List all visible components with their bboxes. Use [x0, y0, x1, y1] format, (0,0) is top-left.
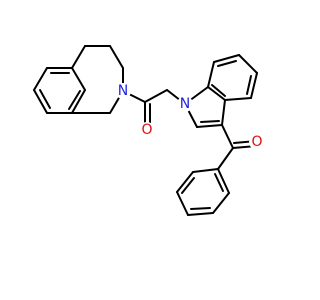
- bond: [71, 67, 86, 91]
- oxygen-label: O: [251, 134, 262, 150]
- bond: [224, 97, 252, 101]
- atom-label-background: [139, 122, 155, 138]
- bond: [109, 45, 124, 69]
- bond: [212, 192, 230, 214]
- aromatic-inner-bond: [68, 90, 81, 110]
- bond: [33, 67, 48, 91]
- bond: [192, 168, 219, 173]
- aromatic-inner-bond: [246, 75, 252, 95]
- bond: [187, 212, 214, 216]
- bond: [176, 171, 194, 193]
- bond: [217, 168, 230, 194]
- bond: [238, 54, 258, 74]
- bond: [33, 89, 48, 114]
- indole-benzene-ring: [207, 54, 258, 101]
- bond: [221, 124, 234, 149]
- atom-label-background: [249, 134, 265, 150]
- nitrogen-label: N: [180, 96, 190, 112]
- acetyl-linker: [122, 89, 186, 129]
- aromatic-inner-bond: [217, 60, 237, 67]
- atom-n2: N: [177, 96, 193, 112]
- bond: [207, 86, 226, 101]
- aromatic-inner-bond: [181, 177, 195, 194]
- aromatic-inner-bond: [39, 89, 51, 109]
- bond: [250, 72, 258, 99]
- aromatic-inner-bond: [214, 173, 224, 192]
- atom-n1: N: [115, 83, 131, 99]
- molecule-structure-diagram: N N O O: [33, 45, 265, 216]
- atom-label-background: [115, 83, 131, 99]
- atom-o1: O: [139, 122, 155, 138]
- double-bond-inner: [200, 120, 220, 123]
- bond: [176, 191, 189, 216]
- bond: [71, 89, 86, 114]
- bond: [221, 99, 226, 126]
- tetrahydroisoquinoline-benzene-ring: [33, 67, 86, 114]
- bond: [144, 89, 168, 103]
- oxygen-label: O: [141, 122, 152, 138]
- bond: [196, 124, 223, 128]
- bond: [207, 61, 215, 88]
- bond: [71, 45, 86, 69]
- benzoyl-group: [217, 124, 257, 170]
- phenyl-ring: [176, 168, 230, 216]
- bond: [217, 147, 234, 170]
- nitrogen-label: N: [118, 83, 128, 99]
- aromatic-inner-bond: [211, 84, 226, 97]
- atom-label-background: [177, 96, 193, 112]
- atom-o2: O: [249, 134, 265, 150]
- aromatic-inner-bond: [190, 207, 211, 210]
- bond: [213, 54, 240, 63]
